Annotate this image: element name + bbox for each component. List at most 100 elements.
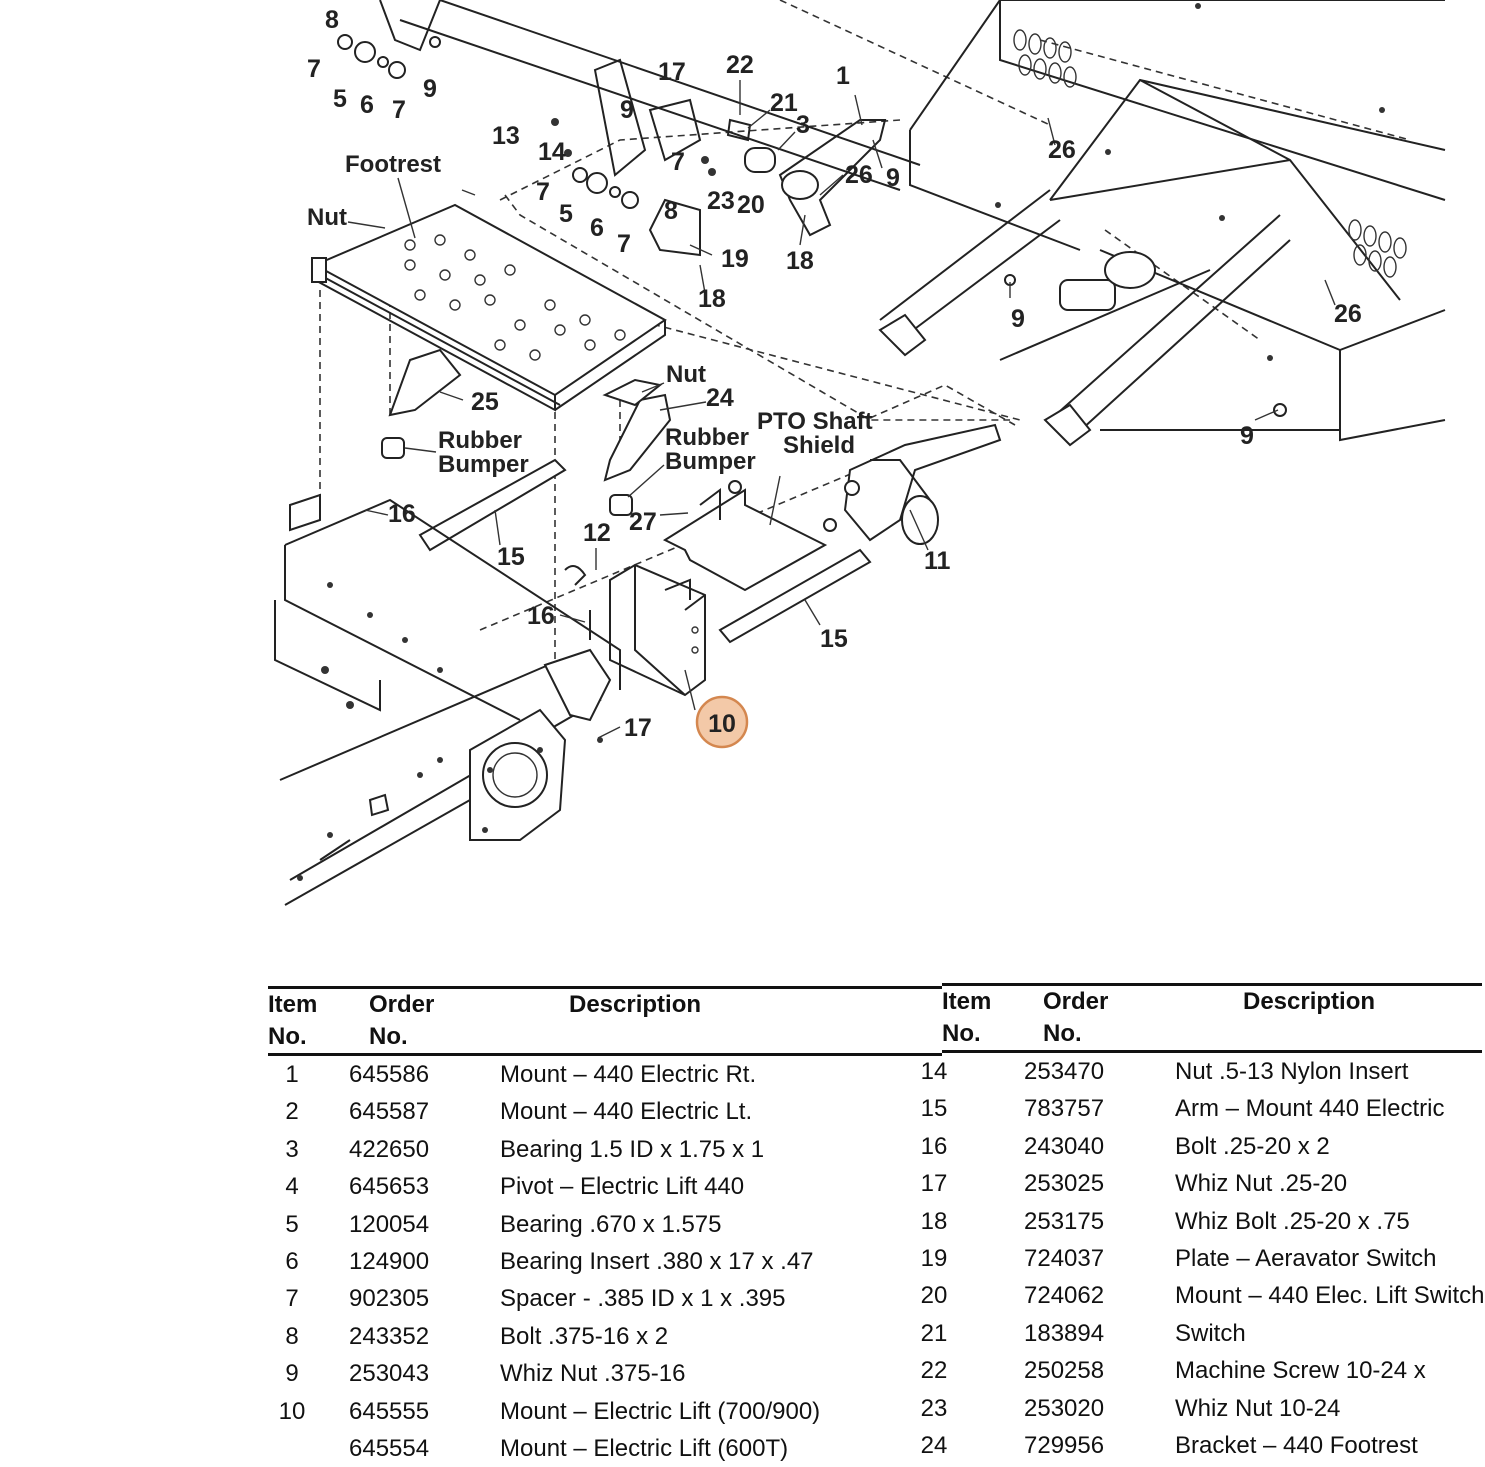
cell-item: 6 <box>285 1247 299 1275</box>
cell-item: 4 <box>285 1173 299 1201</box>
cell-order: 729956 <box>1024 1431 1105 1459</box>
pto-shaft-shield <box>662 480 837 592</box>
highlighted-item-marker[interactable]: 10 <box>695 695 749 749</box>
label-item-6: 6 <box>360 91 374 119</box>
cell-order: 645554 <box>349 1434 430 1462</box>
aerator-deck <box>878 0 1446 447</box>
table-header: Item No. Order No. Description <box>268 986 942 1056</box>
label-item-1: 1 <box>836 62 850 90</box>
cell-desc: Spacer - .385 ID x 1 x .395 <box>500 1285 786 1313</box>
cell-item: 14 <box>920 1058 948 1085</box>
label-item-17: 17 <box>624 714 652 742</box>
cell-order: 250258 <box>1024 1357 1105 1385</box>
assembly-guide-lines <box>319 0 1411 660</box>
callout-rubber-bumper-line2: Bumper <box>665 448 756 475</box>
cell-order: 724062 <box>1024 1282 1105 1310</box>
cell-item: 18 <box>920 1207 948 1235</box>
table-row: 14 253470 Nut .5-13 Nylon Insert <box>921 1053 1482 1090</box>
cell-order: 243352 <box>349 1322 430 1350</box>
cell-item: 24 <box>920 1431 948 1459</box>
highlight-circle[interactable] <box>695 695 749 749</box>
label-item-16: 16 <box>388 500 416 528</box>
cell-item: 20 <box>920 1282 948 1310</box>
header-item-no: No. <box>942 1020 981 1047</box>
label-item-22: 22 <box>726 51 754 79</box>
label-item-9: 9 <box>1011 305 1025 333</box>
cell-desc: Whiz Nut .375-16 <box>500 1360 686 1388</box>
cell-desc: Mount – 440 Electric Lt. <box>500 1098 753 1126</box>
label-item-7: 7 <box>536 178 550 206</box>
callout-rubber-bumper-line2: Bumper <box>438 451 529 478</box>
label-item-7: 7 <box>671 148 685 176</box>
label-item-21: 21 <box>770 89 798 117</box>
cell-item: 10 <box>278 1397 306 1425</box>
cell-desc: Bolt .375-16 x 2 <box>500 1322 669 1350</box>
item-labels: 1 3 5 5 6 6 7 7 7 7 7 8 8 9 9 9 9 9 11 1… <box>307 6 1362 742</box>
cell-order: 120054 <box>349 1210 430 1238</box>
label-item-9: 9 <box>423 75 437 103</box>
cell-item: 16 <box>920 1132 948 1160</box>
table-row: 24 729956 Bracket – 440 Footrest <box>921 1427 1482 1464</box>
table-row: 19 724037 Plate – Aeravator Switch <box>921 1240 1482 1277</box>
cell-order: 645555 <box>349 1397 430 1425</box>
label-item-17: 17 <box>658 58 686 86</box>
label-item-9: 9 <box>886 164 900 192</box>
label-item-7: 7 <box>307 55 321 83</box>
cell-item: 9 <box>285 1360 299 1388</box>
cell-order: 902305 <box>349 1285 430 1313</box>
cell-desc: Plate – Aeravator Switch <box>1175 1244 1437 1272</box>
header-description: Description <box>1243 988 1376 1015</box>
cell-order: 253025 <box>1024 1170 1105 1198</box>
cell-order: 253175 <box>1024 1207 1105 1235</box>
cell-order: 253043 <box>349 1360 430 1388</box>
cell-desc: Mount – Electric Lift (700/900) <box>500 1397 821 1425</box>
cell-desc: Nut .5-13 Nylon Insert <box>1175 1058 1409 1085</box>
label-item-19: 19 <box>721 245 749 273</box>
table-row: 20 724062 Mount – 440 Elec. Lift Switch <box>921 1277 1485 1314</box>
pivot-assembly <box>337 0 921 257</box>
header-item: Item <box>942 988 992 1015</box>
callout-nut: Nut <box>666 361 706 388</box>
header-item-no: No. <box>268 1023 307 1050</box>
label-item-24: 24 <box>706 384 734 412</box>
cell-order: 645587 <box>349 1098 430 1126</box>
cell-desc: Bearing .670 x 1.575 <box>500 1210 722 1238</box>
cell-order: 645586 <box>349 1061 430 1088</box>
label-item-11: 11 <box>924 547 951 575</box>
cell-item: 19 <box>920 1244 948 1272</box>
label-item-8: 8 <box>325 6 339 34</box>
cell-order: 253020 <box>1024 1394 1105 1422</box>
label-item-23: 23 <box>707 187 735 215</box>
cell-order: 645653 <box>349 1173 430 1201</box>
cell-item: 22 <box>920 1357 948 1385</box>
cell-item: 15 <box>920 1095 948 1123</box>
cell-desc: Bracket – 440 Footrest <box>1175 1431 1418 1459</box>
header-order-no: No. <box>369 1023 408 1050</box>
mount-arms <box>418 458 872 644</box>
header-order-no: No. <box>1043 1020 1082 1047</box>
cell-order: 253470 <box>1024 1058 1105 1085</box>
label-item-13: 13 <box>492 122 520 150</box>
cell-desc: Mount – Electric Lift (600T) <box>500 1434 789 1462</box>
cell-desc: Machine Screw 10-24 x <box>1175 1357 1426 1385</box>
footrest <box>311 203 672 516</box>
cell-desc: Mount – 440 Elec. Lift Switch <box>1175 1282 1485 1310</box>
table-row: 22 250258 Machine Screw 10-24 x <box>921 1352 1482 1389</box>
label-item-15: 15 <box>497 543 525 571</box>
header-order: Order <box>369 991 435 1018</box>
leader-lines <box>347 80 1336 739</box>
label-item-3: 3 <box>796 111 810 139</box>
cell-order: 724037 <box>1024 1244 1105 1272</box>
label-item-7: 7 <box>392 96 406 124</box>
table-row: 645554 Mount – Electric Lift (600T) <box>268 1430 942 1467</box>
header-description: Description <box>569 991 702 1018</box>
label-item-18: 18 <box>698 285 726 313</box>
label-item-5: 5 <box>333 85 347 113</box>
cell-item: 21 <box>920 1319 948 1347</box>
